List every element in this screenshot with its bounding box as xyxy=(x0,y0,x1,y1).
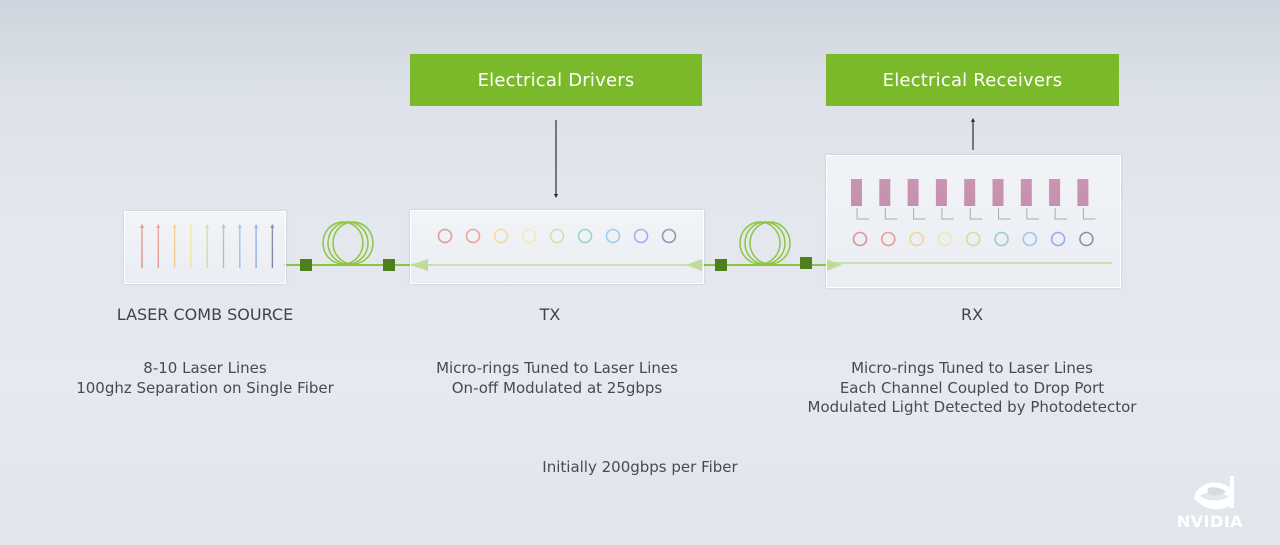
laser-comb-source-label: LASER COMB SOURCE xyxy=(116,305,294,324)
fiber-connector xyxy=(300,259,312,271)
electrical-drivers-label: Electrical Drivers xyxy=(477,69,635,91)
footnote: Initially 200gbps per Fiber xyxy=(542,458,738,476)
fiber-connector xyxy=(383,259,395,271)
rx-label: RX xyxy=(960,305,984,324)
fiber-coil-left xyxy=(322,221,364,265)
tx-panel xyxy=(410,210,704,284)
fiber-coil-right xyxy=(739,221,781,265)
fiber-coil-right xyxy=(749,221,791,265)
nvidia-eye-icon xyxy=(1194,476,1234,510)
fiber-coil-left xyxy=(332,221,374,265)
electrical-receivers-box: Electrical Receivers xyxy=(826,54,1119,106)
rx-description-line: Micro-rings Tuned to Laser Lines xyxy=(851,359,1093,377)
tx-label: TX xyxy=(539,305,561,324)
fiber-coil-left xyxy=(327,221,369,265)
laser-description-line: 100ghz Separation on Single Fiber xyxy=(76,378,334,397)
fiber-connector xyxy=(800,257,812,269)
rx-description-line: Each Channel Coupled to Drop Port xyxy=(839,378,1105,397)
tx-description: Micro-rings Tuned to Laser Lines On-off … xyxy=(397,359,717,398)
fiber-coil-right xyxy=(744,221,786,265)
laser-description: 8-10 Laser Lines 100ghz Separation on Si… xyxy=(55,359,355,398)
electrical-drivers-box: Electrical Drivers xyxy=(410,54,702,106)
rx-panel xyxy=(826,155,1121,288)
laser-comb-panel xyxy=(124,211,286,284)
laser-description-line: 8-10 Laser Lines xyxy=(143,359,267,377)
nvidia-wordmark: NVIDIA xyxy=(1176,512,1244,531)
rx-description-line: Modulated Light Detected by Photodetecto… xyxy=(807,398,1137,416)
rx-description: Micro-rings Tuned to Laser Lines Each Ch… xyxy=(772,359,1172,418)
tx-description-line: On-off Modulated at 25gbps xyxy=(451,378,663,397)
fiber-connector xyxy=(715,259,727,271)
tx-description-line: Micro-rings Tuned to Laser Lines xyxy=(436,359,678,377)
electrical-receivers-label: Electrical Receivers xyxy=(882,69,1063,91)
